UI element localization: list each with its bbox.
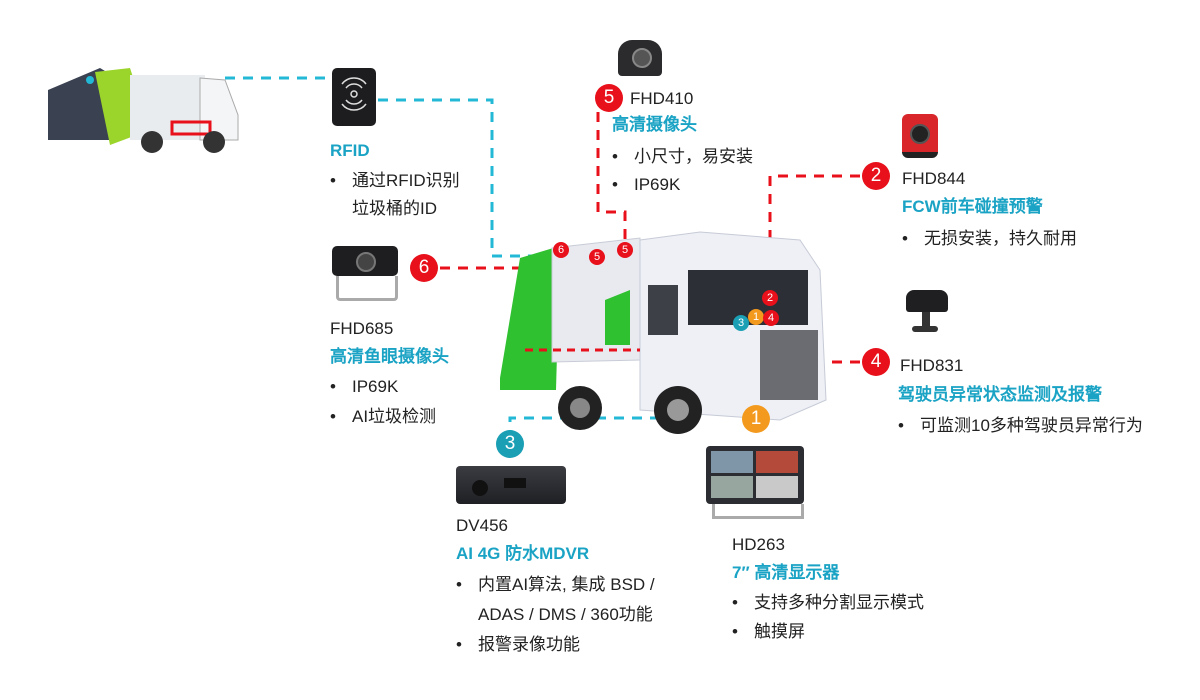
fhd831-model: FHD831: [900, 356, 964, 375]
hd263-model: HD263: [732, 535, 785, 554]
truck-marker-5: 5: [617, 242, 633, 258]
fhd685-model: FHD685: [330, 319, 394, 338]
rfid-bullet-cont: 垃圾桶的ID: [352, 199, 437, 218]
rfid-connector: [378, 98, 555, 258]
badge-4: 4: [862, 348, 890, 376]
hd263-stand: [712, 504, 804, 519]
fhd685-title: 高清鱼眼摄像头: [330, 347, 449, 366]
fhd844-title: FCW前车碰撞预警: [902, 197, 1043, 216]
fhd685-camera-image: [332, 246, 398, 276]
truck-marker-2: 2: [762, 290, 778, 306]
fhd410-model: FHD410: [630, 89, 694, 108]
badge-2: 2: [862, 162, 890, 190]
dv456-mdvr-image: [456, 466, 566, 504]
rfid-bullet: •通过RFID识别: [330, 171, 460, 190]
fhd410-bullet: •小尺寸，易安装: [612, 147, 753, 166]
rfid-reader-image: [332, 68, 376, 126]
dv456-bullet-cont: ADAS / DMS / 360功能: [478, 605, 653, 624]
truck-marker-4: 4: [763, 310, 779, 326]
fhd685-bullet: •AI垃圾检测: [330, 407, 437, 426]
fhd685-bracket: [336, 276, 398, 301]
rfid-title: RFID: [330, 141, 370, 160]
dv456-bullet: •内置AI算法, 集成 BSD /: [456, 575, 655, 594]
hd263-bullet: •支持多种分割显示模式: [732, 593, 924, 612]
truck-marker-3: 3: [733, 315, 749, 331]
badge-6: 6: [410, 254, 438, 282]
hd263-monitor-image: [706, 446, 804, 504]
fhd685-bullet: •IP69K: [330, 377, 399, 396]
badge-3: 3: [496, 430, 524, 458]
fhd831-title: 驾驶员异常状态监测及报警: [898, 385, 1102, 404]
fhd410-bullet: •IP69K: [612, 175, 681, 194]
fhd831-stand: [922, 312, 930, 326]
badge-1: 1: [742, 405, 770, 433]
fhd844-camera-image: [902, 114, 938, 158]
fhd831-camera-image: [906, 290, 948, 312]
fhd831-bullet: •可监测10多种驾驶员异常行为: [898, 416, 1143, 435]
truck-marker-1: 1: [748, 309, 764, 325]
truck-marker-5: 5: [589, 249, 605, 265]
fhd831-base: [912, 326, 938, 332]
fhd410-title: 高清摄像头: [612, 115, 697, 134]
dv456-model: DV456: [456, 516, 508, 535]
fhd410-camera-image: [618, 40, 662, 76]
dv456-bullet: •报警录像功能: [456, 635, 580, 654]
fhd844-connector: [768, 174, 860, 300]
fhd844-bullet: •无损安装，持久耐用: [902, 229, 1077, 248]
truck-marker-6: 6: [553, 242, 569, 258]
hd263-bullet: •触摸屏: [732, 622, 805, 641]
badge-5: 5: [595, 84, 623, 112]
fhd410-connector: [596, 112, 627, 245]
fhd844-model: FHD844: [902, 169, 966, 188]
dv456-title: AI 4G 防水MDVR: [456, 544, 590, 563]
hd263-title: 7″ 高清显示器: [732, 563, 840, 582]
